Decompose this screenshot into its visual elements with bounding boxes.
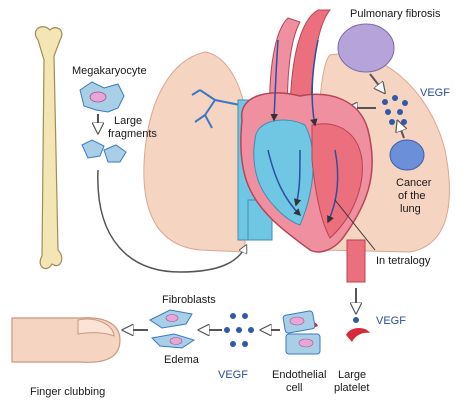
label-large-platelet-line2: platelet [334, 382, 369, 394]
label-fibroblasts: Fibroblasts [162, 294, 216, 306]
label-edema: Edema [164, 354, 200, 366]
lung-cancer-region [389, 139, 425, 171]
label-endothelial-line2: cell [286, 382, 303, 394]
descending-aorta [346, 239, 366, 283]
label-vegf-top: VEGF [420, 87, 450, 99]
large-fragment-cell-2 [103, 144, 127, 163]
label-large-fragments-line1: Large [114, 115, 142, 127]
endothelial-nucleus-top [289, 316, 305, 326]
label-pulmonary-fibrosis: Pulmonary fibrosis [350, 8, 441, 20]
blood-flow-arrows [267, 39, 339, 224]
endothelial-nucleus-bottom [298, 338, 314, 348]
bronchial-tree [191, 89, 241, 129]
label-endothelial-line1: Endothelial [272, 369, 326, 381]
label-finger-clubbing: Finger clubbing [30, 386, 105, 398]
label-in-tetralogy: In tetralogy [376, 255, 431, 267]
fibroblast-bottom-nucleus [169, 337, 183, 345]
fibrosis-to-vegf-arrow [369, 73, 384, 92]
label-cancer-line3: lung [400, 203, 421, 215]
femur-bone [34, 26, 63, 270]
large-fragment-cell-1 [81, 139, 105, 159]
label-cancer-line2: of the [398, 190, 426, 202]
fibroblast-top-nucleus [165, 314, 179, 322]
vegf-bottom-right-dot [353, 317, 359, 323]
cancer-to-vegf-arrow [398, 122, 404, 139]
pulmonary-fibrosis-region [337, 23, 395, 73]
large-platelet [346, 327, 370, 342]
fingernail [77, 318, 115, 337]
tetralogy-pointer [334, 199, 376, 251]
left-lung [143, 51, 246, 253]
fragments-to-heart-arrow [97, 169, 246, 273]
label-vegf-bottom-left: VEGF [218, 369, 248, 381]
megakaryocyte-nucleus [89, 91, 107, 103]
label-large-platelet-line1: Large [338, 369, 366, 381]
vegf-top-dots [382, 95, 408, 125]
label-megakaryocyte: Megakaryocyte [72, 65, 147, 77]
label-large-fragments-line2: fragments [108, 128, 157, 140]
label-vegf-bottom-right: VEGF [376, 315, 406, 327]
vegf-bottom-left-dots [224, 313, 254, 347]
label-cancer-line1: Cancer [396, 177, 432, 189]
